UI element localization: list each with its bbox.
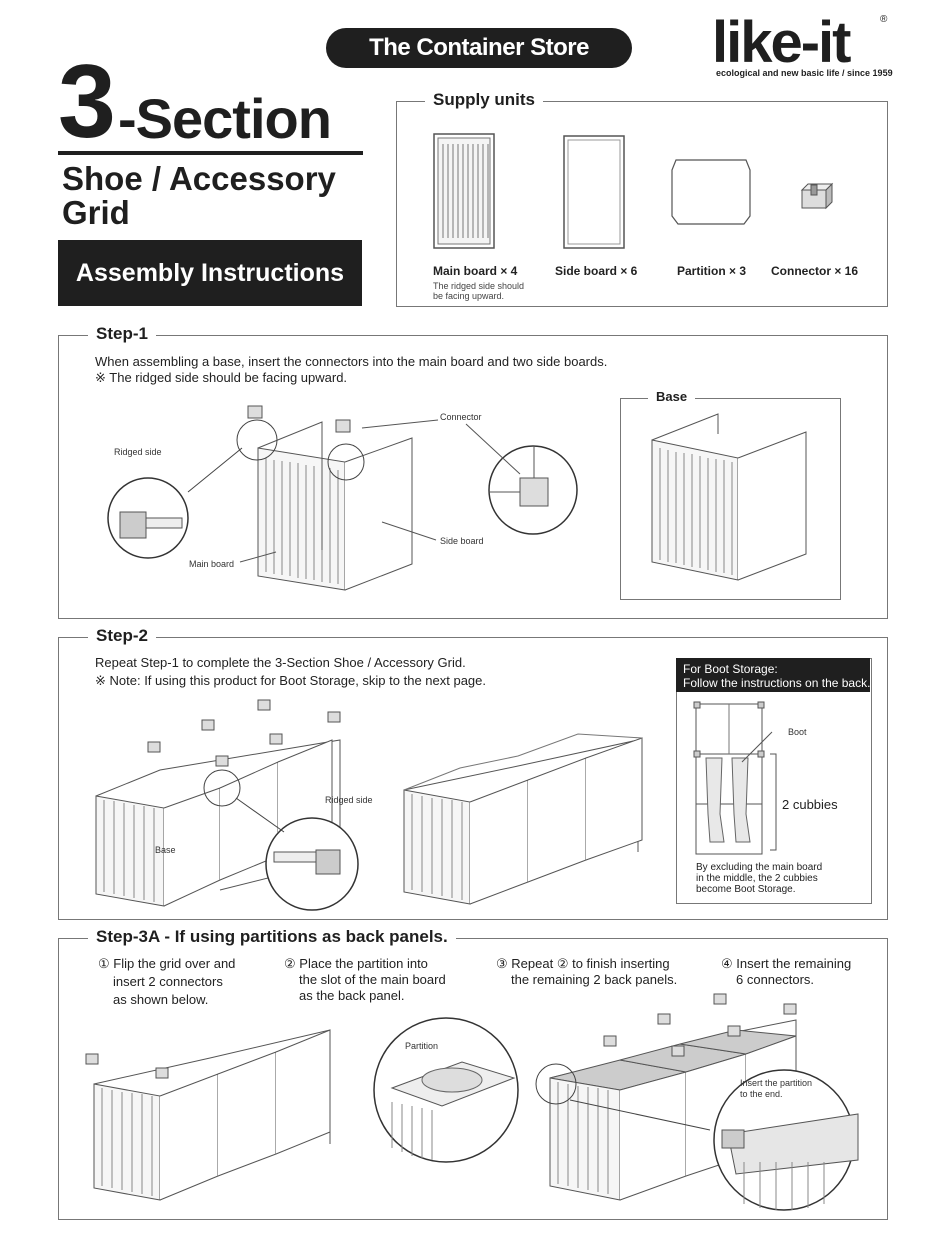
brand-logo: like-it [712, 10, 852, 75]
step3a-text-4a: Insert the remaining [736, 956, 852, 971]
product-subtitle: Shoe / Accessory Grid [62, 160, 336, 231]
supply-note-main-board: The ridged side should be facing upward. [433, 281, 525, 301]
step3a-text-4b: 6 connectors. [736, 972, 815, 987]
supply-label-side-board: Side board × 6 [555, 264, 638, 278]
boot-header-line1: For Boot Storage: [683, 662, 778, 676]
boot-cubbies-label: 2 cubbies [782, 797, 838, 812]
step3a-num-2: ② [284, 956, 296, 971]
boot-callout-boot: Boot [788, 727, 807, 737]
step1-callout-ridged-side: Ridged side [114, 447, 162, 457]
step3a-callout-partition: Partition [405, 1041, 439, 1051]
step3a-text-1c: as shown below. [113, 992, 209, 1007]
step3a-heading: Step-3A - If using partitions as back pa… [88, 927, 456, 947]
step3a-instruction-2: ② Place the partition into the slot of t… [284, 956, 484, 1004]
step1-box [58, 335, 888, 619]
step3a-instruction-4: ④ Insert the remaining 6 connectors. [721, 956, 871, 988]
supply-heading: Supply units [425, 90, 543, 110]
step2-callout-base: Base [155, 845, 176, 855]
step3a-text-2b: the slot of the main board [299, 972, 446, 987]
step1-assembly-diagram [107, 405, 578, 591]
step2-callout-ridged-side: Ridged side [325, 795, 373, 805]
step3a-num-3: ③ [496, 956, 508, 971]
boot-storage-illustration [693, 701, 777, 855]
boot-caption-line2: in the middle, the 2 cubbies [696, 873, 818, 884]
step2-heading: Step-2 [88, 626, 156, 646]
step3a-partition-detail [373, 1017, 519, 1163]
step3a-text-3b: the remaining 2 back panels. [511, 972, 678, 987]
step1-heading: Step-1 [88, 324, 156, 344]
step3a-instruction-1: ① Flip the grid over and insert 2 connec… [98, 956, 278, 1008]
connector-illustration [800, 182, 834, 210]
step1-note: ※ The ridged side should be facing upwar… [95, 370, 348, 385]
step3a-text-1b: insert 2 connectors [113, 974, 223, 989]
step2-assembly-diagram [95, 699, 359, 911]
main-board-illustration [433, 133, 495, 249]
registered-mark: ® [880, 14, 888, 25]
boot-caption-line3: become Boot Storage. [696, 884, 796, 895]
step2-note: ※ Note: If using this product for Boot S… [95, 673, 487, 688]
step3a-box [58, 938, 888, 1220]
supply-box [396, 101, 888, 307]
base-heading: Base [648, 389, 696, 404]
step3a-insert-detail [713, 1069, 859, 1211]
boot-storage-header [676, 658, 870, 692]
step3a-flipped-grid [85, 1029, 331, 1201]
step3a-text-1a: Flip the grid over and [113, 956, 236, 971]
step1-callout-side-board: Side board [440, 536, 484, 546]
step3a-text-3a: Repeat ② to finish inserting [511, 956, 670, 971]
boot-header-line2: Follow the instructions on the back. [683, 676, 871, 690]
step3a-callout-insert-line1: Insert the partition [740, 1078, 813, 1088]
title-section: -Section [118, 87, 332, 150]
step3a-text-2c: as the back panel. [299, 988, 405, 1003]
brand-tagline: ecological and new basic life / since 19… [716, 68, 893, 78]
step2-box [58, 637, 888, 920]
partition-illustration [671, 159, 751, 225]
step3a-num-1: ① [98, 956, 110, 971]
step1-callout-main-board: Main board [189, 559, 235, 569]
boot-caption-line1: By excluding the main board [696, 862, 823, 873]
supply-label-main-board: Main board × 4 [433, 264, 518, 278]
assembly-banner: Assembly Instructions [58, 240, 362, 306]
step1-instruction: When assembling a base, insert the conne… [95, 354, 608, 369]
supply-label-partition: Partition × 3 [677, 264, 747, 278]
title-number: 3 [58, 44, 116, 160]
store-logo: The Container Store [326, 28, 632, 68]
base-box [620, 398, 841, 600]
side-board-illustration [563, 135, 625, 249]
step3a-instruction-3: ③ Repeat ② to finish inserting the remai… [496, 956, 706, 988]
step1-callout-connector: Connector [440, 412, 482, 422]
step3a-num-4: ④ [721, 956, 733, 971]
supply-label-connector: Connector × 16 [771, 264, 859, 278]
base-illustration [651, 413, 807, 581]
title-rule [58, 151, 363, 155]
step2-complete-grid [403, 733, 643, 905]
step2-instruction: Repeat Step-1 to complete the 3-Section … [95, 655, 466, 670]
step3a-callout-insert-line2: to the end. [740, 1089, 783, 1099]
step3a-text-2a: Place the partition into [299, 956, 428, 971]
